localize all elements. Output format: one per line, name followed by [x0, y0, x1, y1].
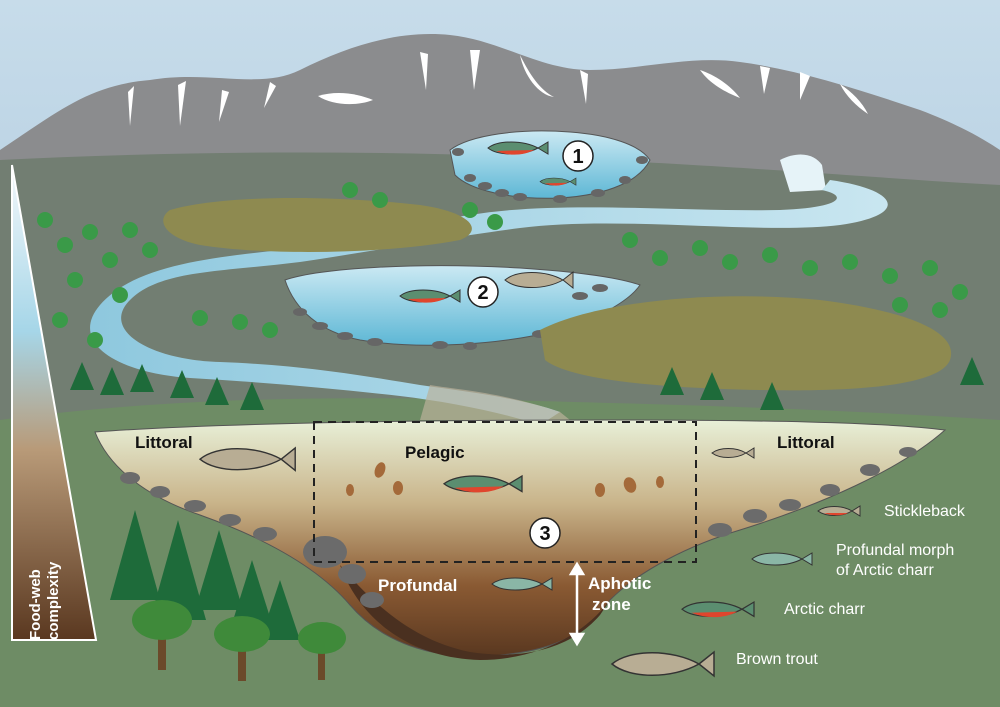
brown-trout-fish-lake2 — [504, 270, 574, 290]
lake-3-fish — [198, 446, 755, 591]
waterfall — [780, 154, 826, 192]
legend-stickleback-fish — [817, 505, 861, 517]
legend: Stickleback Profundal morph of Arctic ch… — [736, 503, 966, 668]
lake-1-fish — [487, 141, 577, 186]
legend-profundal-morph-label-line1: Profundal morph — [836, 542, 954, 559]
marker-3-label: 3 — [539, 523, 550, 545]
lake-2-stones — [293, 284, 608, 350]
littoral-right-label: Littoral — [777, 433, 835, 452]
profundal-label: Profundal — [378, 576, 457, 595]
littoral-left-label: Littoral — [135, 433, 193, 452]
food-web-complexity-wedge — [11, 164, 98, 641]
lake-2-fish — [399, 270, 574, 303]
lake-3-stones — [120, 447, 917, 608]
profundal-sediment — [340, 565, 610, 660]
food-web-complexity-label: Food-web complexity — [27, 561, 62, 640]
legend-brown-trout-label: Brown trout — [736, 651, 818, 668]
birch-trees — [37, 182, 968, 348]
inflow-channel — [420, 385, 570, 420]
lake-1-stones — [452, 148, 648, 203]
legend-fish — [610, 505, 861, 678]
foreground-spruce — [110, 510, 300, 640]
marker-3: 3 — [529, 517, 561, 549]
complexity-line2: complexity — [45, 561, 62, 640]
aphotic-depth-arrow — [568, 561, 586, 647]
pelagic-zone-box — [313, 421, 697, 563]
arctic-charr-fish-lake2 — [399, 289, 461, 303]
legend-brown-trout-fish — [610, 650, 715, 678]
marker-1-label: 1 — [572, 146, 583, 168]
legend-stickleback-label: Stickleback — [884, 503, 966, 520]
aphotic-label-line1: Aphotic — [588, 574, 651, 593]
legend-arctic-charr-fish — [681, 600, 755, 618]
complexity-line1: Food-web — [27, 569, 44, 640]
marker-2-label: 2 — [477, 282, 488, 304]
mire-upper — [163, 198, 472, 252]
legend-profundal-morph-fish — [751, 552, 813, 566]
lake-3-cross-section — [94, 419, 947, 657]
legend-profundal-morph-label-line2: of Arctic charr — [836, 562, 934, 579]
profundal-charr-fish — [491, 577, 553, 591]
arctic-charr-fish-lake1 — [487, 141, 549, 155]
small-charr-fish-lake1 — [539, 177, 577, 186]
pelagic-label: Pelagic — [405, 443, 465, 462]
arctic-charr-fish-pelagic — [442, 474, 523, 493]
marker-2: 2 — [467, 276, 499, 308]
legend-arctic-charr-label: Arctic charr — [784, 601, 866, 618]
mire-right — [540, 296, 952, 391]
stickleback-fish-littoral — [711, 447, 755, 459]
spruce-trees — [70, 357, 984, 410]
marker-1: 1 — [562, 140, 594, 172]
snow-patches — [128, 50, 868, 126]
foreground-deciduous — [132, 600, 346, 681]
river — [90, 180, 888, 425]
zooplankton — [346, 462, 664, 497]
aphotic-label-line2: zone — [592, 595, 631, 614]
brown-trout-fish-littoral — [198, 446, 296, 472]
